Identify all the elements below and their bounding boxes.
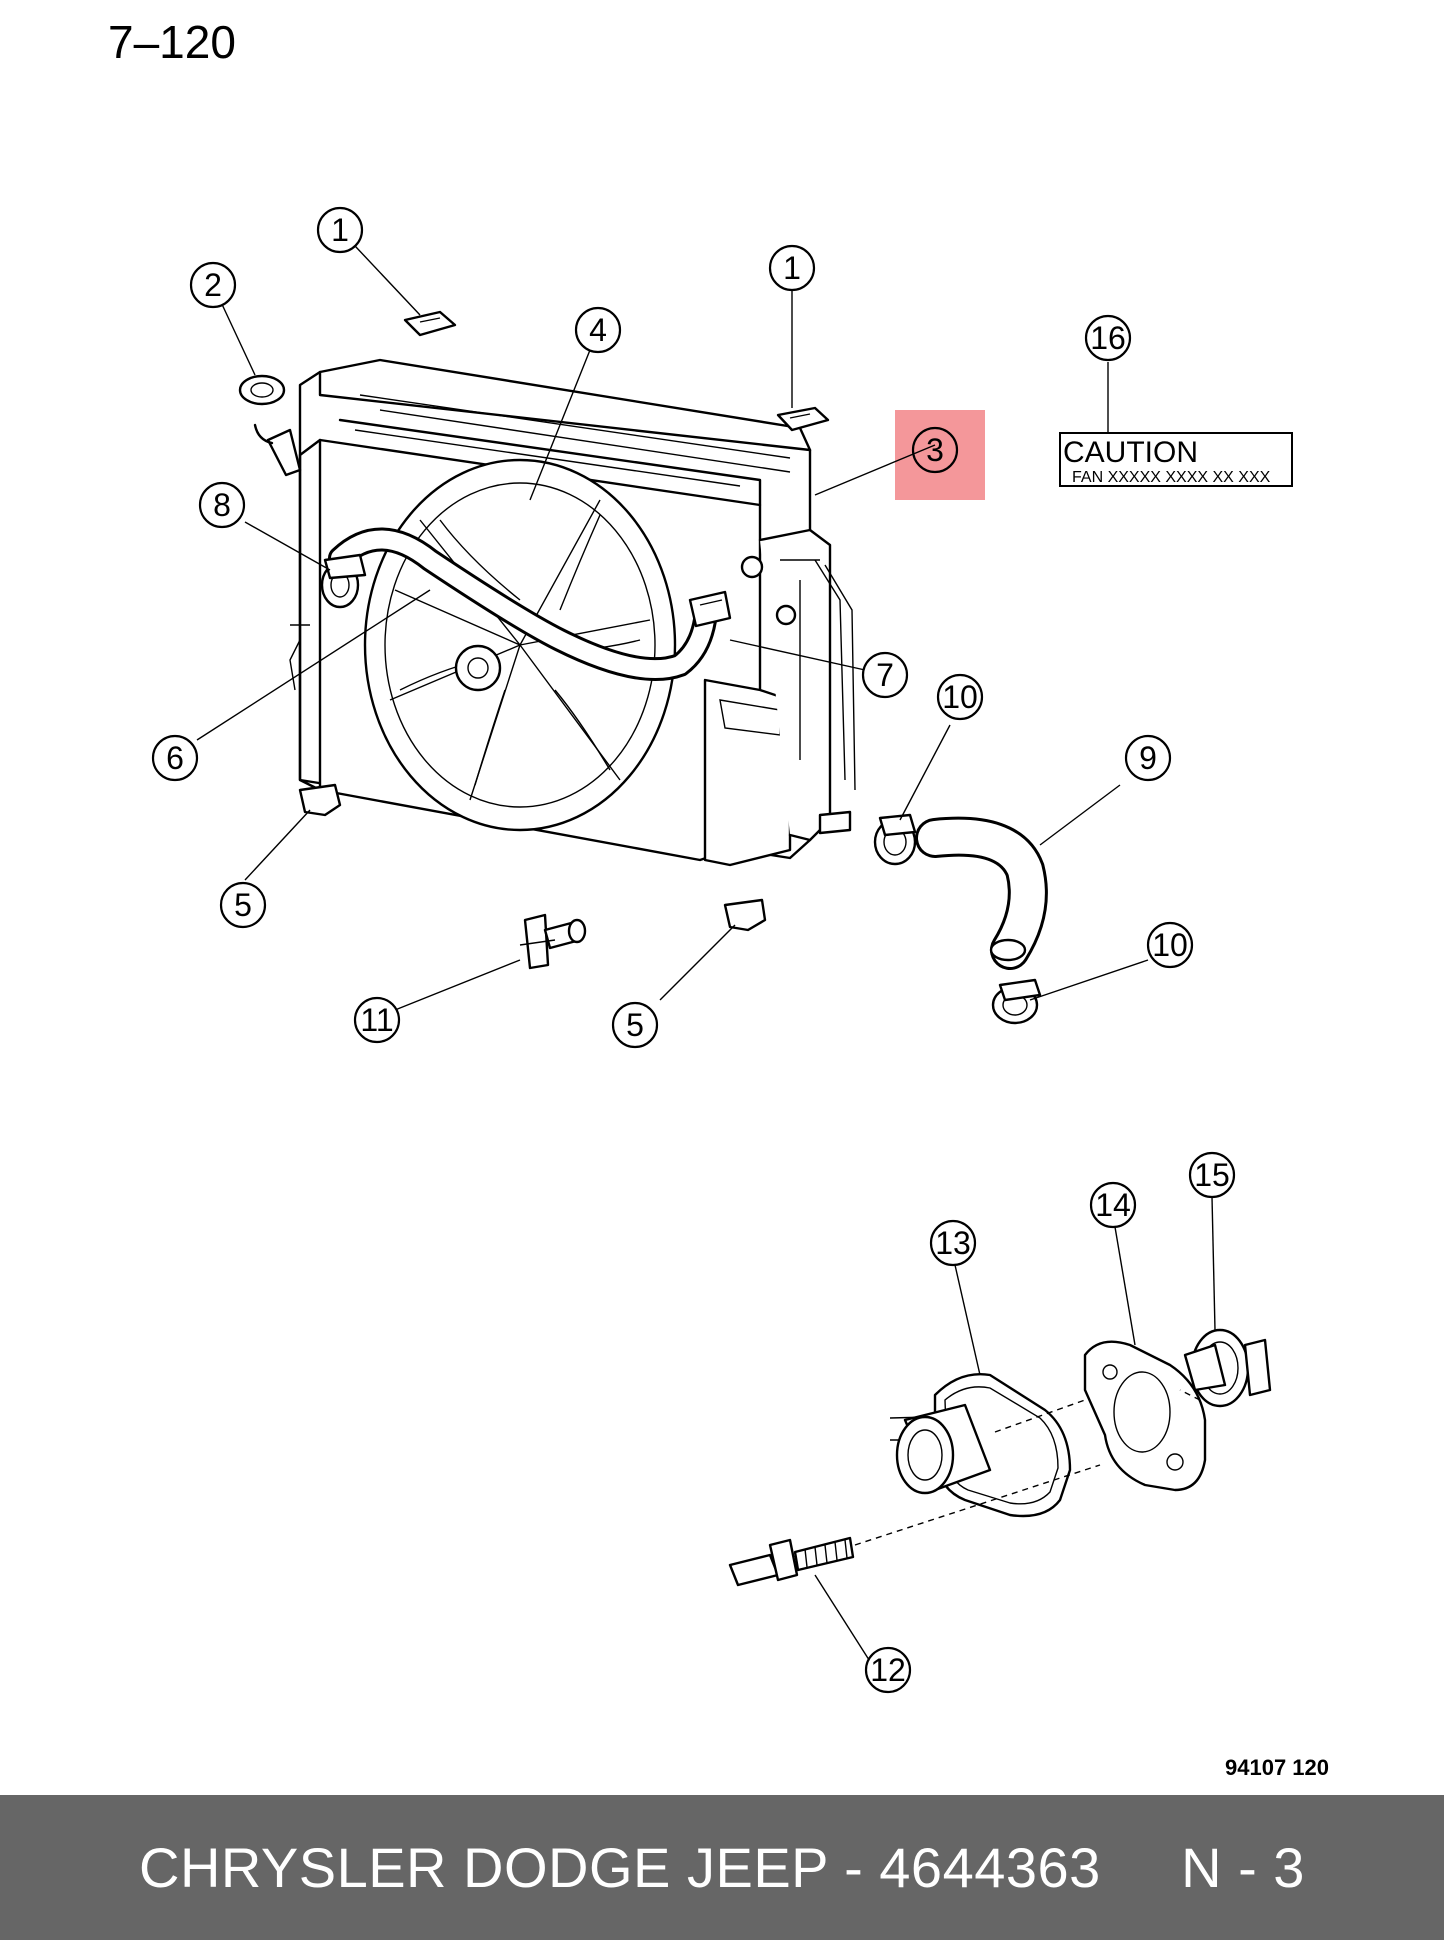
callout-12: 12 bbox=[864, 1646, 912, 1694]
callout-9: 9 bbox=[1124, 734, 1172, 782]
callout-6: 6 bbox=[151, 734, 199, 782]
figure-code: 94107 120 bbox=[1225, 1755, 1329, 1780]
clip-1b-part bbox=[776, 406, 830, 432]
svg-text:9: 9 bbox=[1139, 740, 1157, 776]
callout-1b: 1 bbox=[768, 244, 816, 292]
svg-text:5: 5 bbox=[626, 1007, 644, 1043]
svg-text:6: 6 bbox=[166, 740, 184, 776]
svg-text:15: 15 bbox=[1194, 1157, 1230, 1193]
thermostat-part bbox=[1183, 1328, 1272, 1408]
callout-5a: 5 bbox=[219, 881, 267, 929]
gasket-part bbox=[1083, 1340, 1207, 1492]
callout-7: 7 bbox=[861, 651, 909, 699]
radiator-cap-part bbox=[238, 374, 286, 406]
callout-3: 3 bbox=[911, 426, 959, 474]
callout-1a: 1 bbox=[316, 206, 364, 254]
svg-text:4: 4 bbox=[589, 312, 607, 348]
callout-2: 2 bbox=[189, 261, 237, 309]
svg-text:3: 3 bbox=[926, 432, 944, 468]
svg-text:13: 13 bbox=[935, 1225, 971, 1261]
footer-bar: CHRYSLER DODGE JEEP - 4644363 N - 3 bbox=[0, 1795, 1444, 1940]
svg-text:8: 8 bbox=[213, 487, 231, 523]
page-number: 7–120 bbox=[108, 16, 236, 68]
radiator-assembly bbox=[253, 358, 856, 867]
hose-clamp-10a-part bbox=[873, 813, 917, 866]
svg-text:14: 14 bbox=[1095, 1187, 1131, 1223]
footer-text: CHRYSLER DODGE JEEP - 4644363 N - 3 bbox=[139, 1836, 1305, 1899]
callout-13: 13 bbox=[929, 1219, 977, 1267]
clip-1a-part bbox=[403, 310, 457, 337]
svg-text:5: 5 bbox=[234, 887, 252, 923]
nut-5b-part bbox=[723, 898, 767, 932]
caution-text: FAN XXXXX XXXX XX XXX bbox=[1072, 469, 1271, 486]
callout-4: 4 bbox=[574, 306, 622, 354]
svg-text:11: 11 bbox=[360, 1002, 393, 1038]
bolt-part bbox=[728, 1536, 855, 1587]
hose-clamp-10b-part bbox=[991, 978, 1042, 1025]
svg-text:10: 10 bbox=[942, 679, 978, 715]
callout-5b: 5 bbox=[611, 1001, 659, 1049]
thermostat-housing-part bbox=[889, 1373, 1072, 1518]
overflow-hose-part bbox=[320, 527, 732, 682]
caution-label: CAUTION FAN XXXXX XXXX XX XXX bbox=[1059, 432, 1293, 487]
svg-text:1: 1 bbox=[331, 212, 349, 248]
svg-text:16: 16 bbox=[1090, 320, 1126, 356]
svg-text:12: 12 bbox=[870, 1652, 906, 1688]
callout-8: 8 bbox=[198, 481, 246, 529]
callout-15: 15 bbox=[1188, 1151, 1236, 1199]
drain-cock-part bbox=[519, 913, 587, 970]
callout-11: 11 bbox=[353, 996, 401, 1044]
svg-text:7: 7 bbox=[876, 657, 894, 693]
svg-text:10: 10 bbox=[1152, 927, 1188, 963]
svg-text:2: 2 bbox=[204, 267, 222, 303]
svg-text:1: 1 bbox=[783, 250, 801, 286]
callout-10a: 10 bbox=[936, 673, 984, 721]
caution-title: CAUTION bbox=[1063, 436, 1198, 469]
bypass-hose-part bbox=[915, 816, 1048, 970]
nut-5a-part bbox=[298, 783, 342, 817]
callout-10b: 10 bbox=[1146, 921, 1194, 969]
callout-14: 14 bbox=[1089, 1181, 1137, 1229]
parts-diagram: 7–120 bbox=[108, 16, 1329, 1780]
callout-16: 16 bbox=[1084, 314, 1132, 362]
